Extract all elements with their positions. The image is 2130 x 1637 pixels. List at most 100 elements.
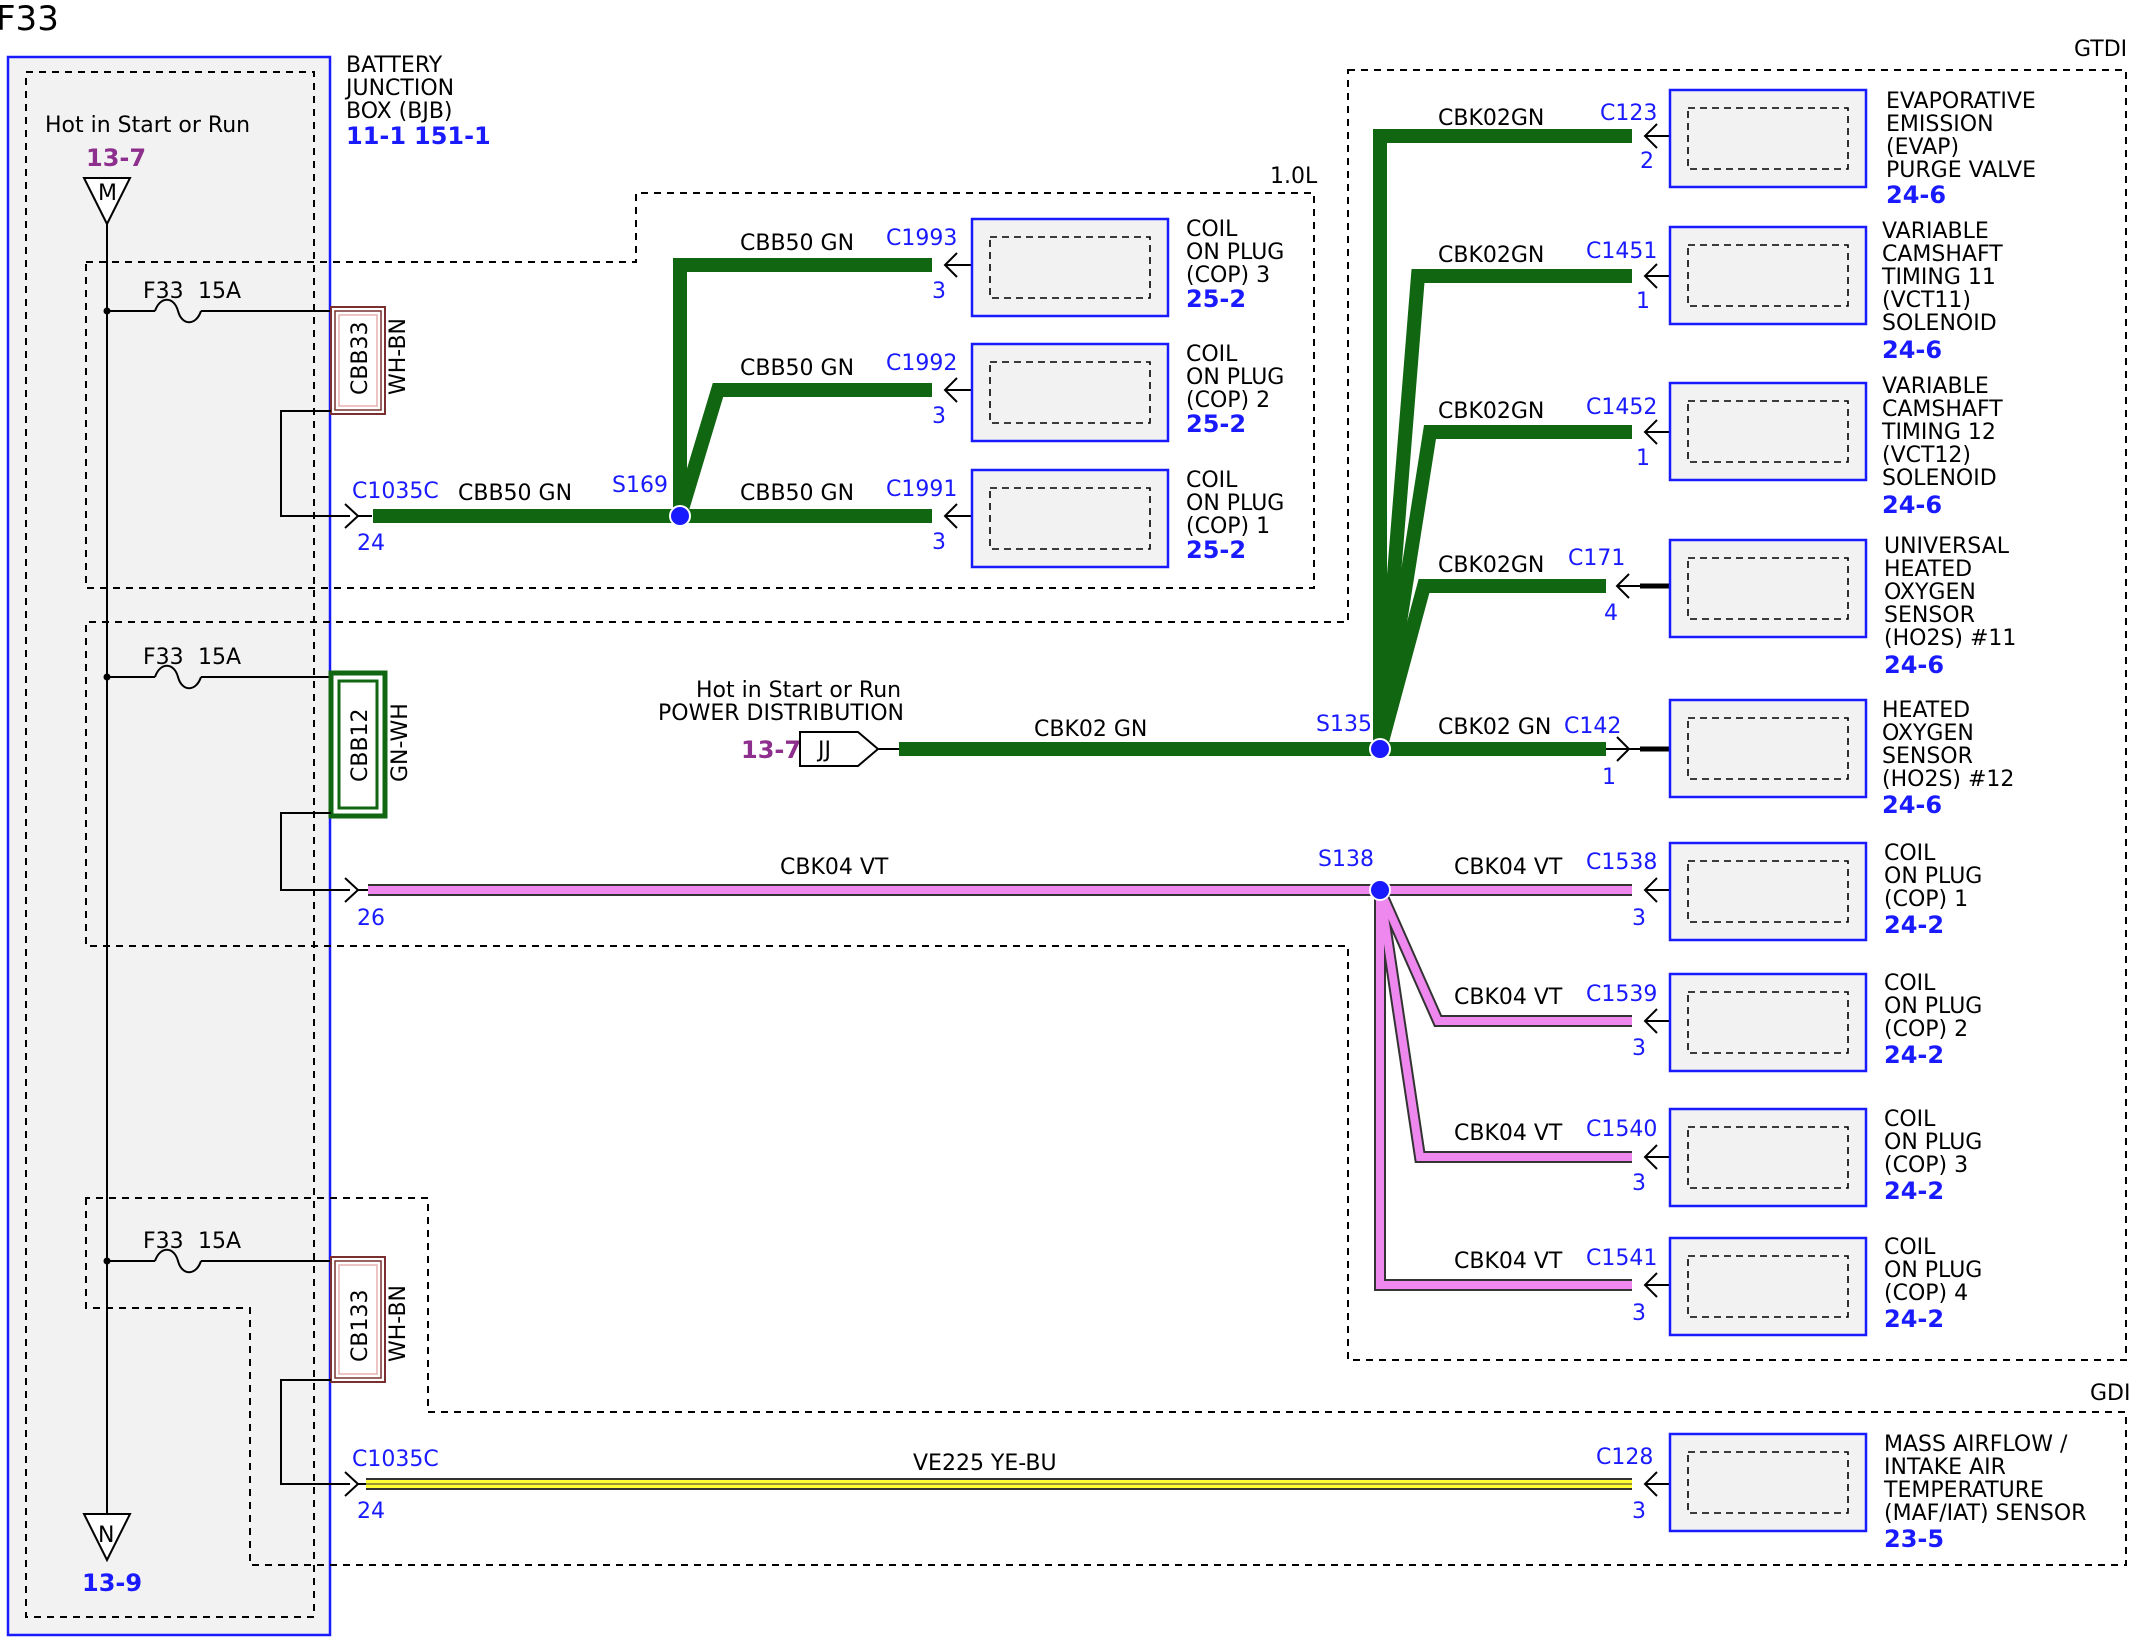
c1035c-top-connector-id[interactable]: C1035C: [352, 479, 439, 504]
cop-1-gtdi-connector-id[interactable]: C1538: [1586, 850, 1657, 875]
component-inner-outline: [1687, 717, 1849, 780]
splice-s135-dot[interactable]: [1369, 738, 1391, 760]
cop-1-gtdi-box[interactable]: [1668, 841, 1868, 942]
wire-cbk04-branch-c1540[interactable]: [1376, 889, 1632, 1161]
cop-2-10l-connector-id[interactable]: C1992: [886, 351, 957, 376]
cop-2-gtdi-ref[interactable]: 24-2: [1884, 1041, 1944, 1069]
cop-4-gtdi-row: C1541 3 COIL ON PLUG (COP) 4 24-2: [1586, 1235, 1982, 1337]
uho2s-11-label-3: OXYGEN: [1884, 580, 1976, 605]
wire-cbk02-label-c142: CBK02 GN: [1438, 715, 1551, 740]
evap-label-3: (EVAP): [1886, 135, 1959, 160]
cop-3-gtdi-ref[interactable]: 24-2: [1884, 1177, 1944, 1205]
uho2s-11-box[interactable]: [1668, 538, 1868, 639]
cop-3-10l-ref[interactable]: 25-2: [1186, 285, 1246, 313]
maf-iat-connector-id[interactable]: C128: [1596, 1445, 1653, 1470]
fuse-3-output-lead: [280, 1379, 350, 1485]
cop-4-gtdi-box[interactable]: [1668, 1236, 1868, 1337]
wire-cbk02-branch-c123[interactable]: [1373, 129, 1632, 749]
cop-2-gtdi-connector-id[interactable]: C1539: [1586, 982, 1657, 1007]
ho2s-12-connector-id[interactable]: C142: [1564, 714, 1621, 739]
evap-label-1: EVAPORATIVE: [1886, 89, 2036, 114]
evap-ref[interactable]: 24-6: [1886, 181, 1946, 209]
wire-cbb50-branch-2[interactable]: [673, 383, 932, 519]
cop-3-10l-box[interactable]: [970, 217, 1170, 318]
power-label-1: Hot in Start or Run: [696, 678, 901, 703]
cop-4-gtdi-connector-id[interactable]: C1541: [1586, 1246, 1657, 1271]
vct12-label-2: CAMSHAFT: [1882, 397, 2003, 422]
maf-iat-label-3: TEMPERATURE: [1883, 1478, 2044, 1503]
vct11-box[interactable]: [1668, 225, 1868, 326]
wire-cbk04-branch-c1539[interactable]: [1376, 888, 1632, 1025]
power-ref[interactable]: 13-7: [741, 736, 801, 764]
wire-cbk04-branch-c1541[interactable]: [1376, 890, 1632, 1289]
cop-3-10l-connector-id[interactable]: C1993: [886, 226, 957, 251]
vct12-solenoid-row: C1452 1 VARIABLE CAMSHAFT TIMING 12 (VCT…: [1586, 374, 2003, 519]
cop-3-gtdi-connector-id[interactable]: C1540: [1586, 1117, 1657, 1142]
uho2s-11-pin: 4: [1604, 601, 1618, 626]
cop-1-gtdi-ref[interactable]: 24-2: [1884, 911, 1944, 939]
evap-connector-id[interactable]: C123: [1600, 101, 1657, 126]
vct12-label-4: (VCT12): [1882, 443, 1971, 468]
cop-2-gtdi-box[interactable]: [1668, 972, 1868, 1073]
cop-4-gtdi-ref[interactable]: 24-2: [1884, 1305, 1944, 1333]
cop-1-10l-ref[interactable]: 25-2: [1186, 536, 1246, 564]
bjb-ref-1[interactable]: 11-1: [346, 122, 406, 150]
fuse-1-symbol[interactable]: [154, 298, 202, 324]
wire-cbk04-branch-c1541-outline: [1374, 890, 1632, 1291]
cop-3-gtdi-box[interactable]: [1668, 1107, 1868, 1208]
fuse-1-name: F33: [143, 279, 184, 304]
bjb-top-ref[interactable]: 13-7: [86, 144, 146, 172]
wire-cbk02-branch-c171[interactable]: [1373, 579, 1606, 751]
vct11-ref[interactable]: 24-6: [1882, 336, 1942, 364]
uho2s-11-ref[interactable]: 24-6: [1884, 651, 1944, 679]
cop-1-10l-box[interactable]: [970, 468, 1170, 569]
maf-iat-pin: 3: [1632, 1499, 1646, 1524]
cop-2-10l-box[interactable]: [970, 342, 1170, 443]
ho2s-12-box[interactable]: [1668, 698, 1868, 799]
evap-box[interactable]: [1668, 88, 1868, 189]
fuse-3-circuit-box-core: [338, 1264, 378, 1375]
maf-iat-box[interactable]: [1668, 1432, 1868, 1533]
wire-cbk02-branch-c1452[interactable]: [1373, 425, 1632, 751]
cop-1-10l-connector-id[interactable]: C1991: [886, 477, 957, 502]
wire-cbk02-branch-c1451[interactable]: [1373, 269, 1632, 750]
bjb-bottom-ref[interactable]: 13-9: [82, 1569, 142, 1597]
cop-3-10l-row: C1993 3 COIL ON PLUG (COP) 3 25-2: [886, 217, 1284, 318]
wire-cbk04-label-c1538: CBK04 VT: [1454, 855, 1563, 880]
fuse-2-symbol[interactable]: [154, 664, 202, 690]
bjb-hot-label: Hot in Start or Run: [45, 113, 250, 138]
component-inner-outline: [1687, 1255, 1849, 1318]
fuse-1-rating: 15A: [198, 279, 241, 304]
fuse-1-circuit-box-inner: [334, 310, 382, 411]
vct11-pin: 1: [1636, 289, 1650, 314]
splice-s138-dot[interactable]: [1369, 879, 1391, 901]
fuse-2-rating: 15A: [198, 645, 241, 670]
cop-2-10l-ref[interactable]: 25-2: [1186, 410, 1246, 438]
fuse-3-name: F33: [143, 1229, 184, 1254]
cop-3-gtdi-row: C1540 3 COIL ON PLUG (COP) 3 24-2: [1586, 1107, 1982, 1208]
fuse-3-symbol[interactable]: [154, 1248, 202, 1274]
splice-s138-label: S138: [1318, 847, 1374, 872]
fuse-3-rating: 15A: [198, 1229, 241, 1254]
vct12-ref[interactable]: 24-6: [1882, 491, 1942, 519]
cop-4-gtdi-pin: 3: [1632, 1301, 1646, 1326]
splice-s169-dot[interactable]: [669, 505, 691, 527]
uho2s-11-connector-id[interactable]: C171: [1568, 546, 1625, 571]
wire-cbb50-branch-3[interactable]: [673, 258, 932, 516]
vct12-connector-id[interactable]: C1452: [1586, 395, 1657, 420]
vct11-connector-id[interactable]: C1451: [1586, 239, 1657, 264]
component-inner-outline: [1687, 991, 1849, 1054]
fuse-1-circuit-label: CBB33: [348, 321, 373, 395]
vct12-box[interactable]: [1668, 381, 1868, 482]
wire-cbk02-label-c1451: CBK02GN: [1438, 243, 1544, 268]
bjb-ref-2[interactable]: 151-1: [414, 122, 491, 150]
bottom-node-triangle: [82, 1513, 132, 1563]
cop-2-10l-row: C1992 3 COIL ON PLUG (COP) 2 25-2: [886, 342, 1284, 443]
ho2s-12-ref[interactable]: 24-6: [1882, 791, 1942, 819]
cop-2-10l-label-3: (COP) 2: [1186, 388, 1270, 413]
vct12-label-5: SOLENOID: [1882, 466, 1997, 491]
wire-cbk02-label-c1452: CBK02GN: [1438, 399, 1544, 424]
maf-iat-ref[interactable]: 23-5: [1884, 1525, 1944, 1553]
c1035c-bottom-connector-id[interactable]: C1035C: [352, 1447, 439, 1472]
